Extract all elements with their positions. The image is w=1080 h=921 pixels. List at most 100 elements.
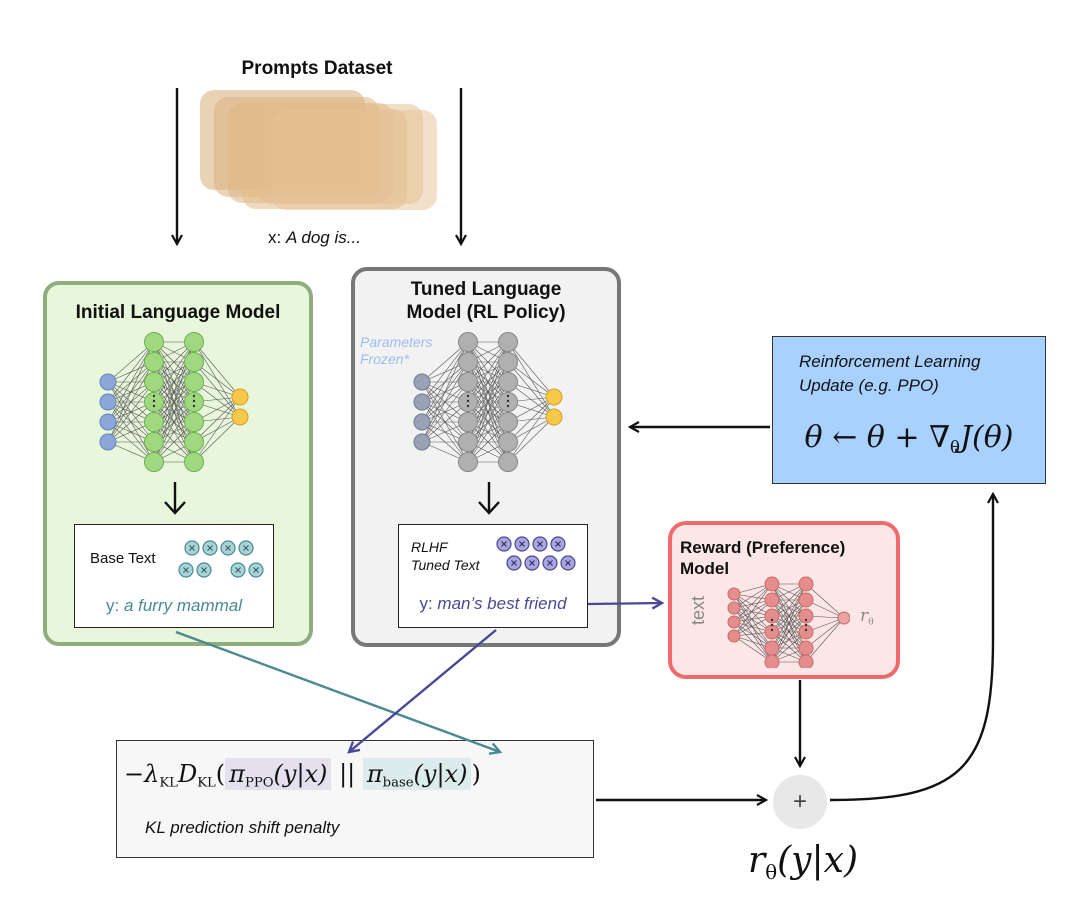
network-edge <box>771 583 807 649</box>
eq-theta-1: θ <box>804 420 823 455</box>
network-node <box>144 352 164 372</box>
network-ellipsis-dot <box>804 618 808 622</box>
network-edge <box>771 631 807 663</box>
kl-pi-2: π <box>366 760 383 788</box>
eq-J: J <box>959 420 973 455</box>
reward-r: r <box>860 606 869 626</box>
rl-update-equation: θ ← θ + ∇θJ(θ) <box>772 420 1046 457</box>
kl-yx-2: (y|x) <box>413 760 468 788</box>
network-node <box>413 433 431 451</box>
network-edge <box>507 341 555 398</box>
token-chip <box>178 562 194 578</box>
network-node <box>727 615 741 629</box>
base-y-label: y: <box>105 596 120 615</box>
network-edge <box>733 599 773 637</box>
network-ellipsis-dot <box>770 618 774 622</box>
tuned-model-title-line1: Tuned Language <box>410 279 562 300</box>
rl-update-label: Reinforcement Learning Update (e.g. PPO) <box>799 350 980 398</box>
network-ellipsis-dot <box>192 399 196 403</box>
tuned-text-label: RLHF Tuned Text <box>411 538 480 574</box>
prompt-example: x: A dog is... <box>268 228 361 248</box>
rl-update-box <box>772 336 1046 484</box>
reward-output-formula: rθ(y|x) <box>718 840 888 884</box>
network-edge <box>733 583 773 623</box>
network-node <box>798 640 814 656</box>
reward-input-text-label: text <box>688 595 708 625</box>
network-edge <box>507 416 555 463</box>
token-chip <box>532 536 548 552</box>
network-edge <box>107 341 155 383</box>
network-ellipsis-dot <box>152 399 156 403</box>
token-chip <box>248 562 264 578</box>
network-node <box>764 608 780 624</box>
network-node <box>727 601 741 615</box>
network-node <box>798 592 814 608</box>
kl-minus-lambda: −λ <box>124 760 160 788</box>
token-chip <box>238 540 254 556</box>
network-node <box>798 654 814 668</box>
tuned-model-down-arrow <box>478 482 500 515</box>
network-node <box>458 372 478 392</box>
network-node <box>458 412 478 432</box>
token-chip <box>196 562 212 578</box>
kl-formula: −λKLDKL(πPPO(y|x) || πbase(y|x)) <box>124 758 481 791</box>
output-r: r <box>748 840 766 881</box>
network-node <box>184 432 204 452</box>
eq-paren-theta: (θ) <box>972 420 1014 455</box>
network-edge <box>193 416 241 463</box>
token-chip <box>560 555 576 571</box>
token-chip <box>220 540 236 556</box>
network-ellipsis-dot <box>506 404 510 408</box>
base-text-y-line: y: a furry mammal <box>74 596 274 616</box>
network-node <box>498 372 518 392</box>
network-edge <box>771 583 807 633</box>
reward-model-network <box>727 576 850 668</box>
network-node <box>498 332 518 352</box>
base-text-tokens <box>178 540 264 578</box>
network-edge <box>421 361 469 443</box>
kl-base-sub: base <box>382 775 414 791</box>
kl-lambda-sub: KL <box>159 775 178 791</box>
tuned-model-title-line2: Model (RL Policy) <box>406 302 566 323</box>
prompt-x-text: A dog is... <box>285 228 361 247</box>
network-edge <box>507 396 555 443</box>
tuned-text-tokens <box>496 536 576 571</box>
token-chip <box>230 562 246 578</box>
network-edge <box>421 341 469 403</box>
network-node <box>144 372 164 392</box>
network-ellipsis-dot <box>804 628 808 632</box>
kl-pi-base: πbase(y|x) <box>362 758 472 791</box>
initial-model-down-arrow <box>164 482 186 515</box>
network-edge <box>733 635 773 663</box>
tuned-text-label-line2: Tuned Text <box>411 557 480 573</box>
network-edge <box>467 341 509 403</box>
kl-yx-1: (y|x) <box>273 760 328 788</box>
network-edge <box>153 341 195 403</box>
network-edge <box>107 341 155 423</box>
network-node <box>798 624 814 640</box>
network-ellipsis-dot <box>152 394 156 398</box>
parameters-frozen-note: Parameters Frozen* <box>360 334 432 368</box>
output-yx: (y|x) <box>777 840 858 881</box>
network-node <box>144 332 164 352</box>
network-node <box>184 372 204 392</box>
tuned-y-label: y: <box>419 594 433 613</box>
network-node <box>498 352 518 372</box>
parameters-frozen-line1: Parameters <box>360 334 433 350</box>
network-node <box>413 373 431 391</box>
token-chip <box>524 555 540 571</box>
prompt-card-stack <box>200 90 437 210</box>
network-node <box>231 408 249 426</box>
network-node <box>498 412 518 432</box>
kl-open-paren: ( <box>215 760 226 788</box>
network-ellipsis-dot <box>804 623 808 627</box>
network-ellipsis-dot <box>466 399 470 403</box>
network-node <box>798 608 814 624</box>
reward-model-title: Reward (Preference) Model <box>680 537 845 579</box>
network-node <box>727 629 741 643</box>
network-node <box>413 413 431 431</box>
network-node <box>498 452 518 472</box>
network-edge <box>507 396 555 463</box>
network-edge <box>421 341 469 383</box>
